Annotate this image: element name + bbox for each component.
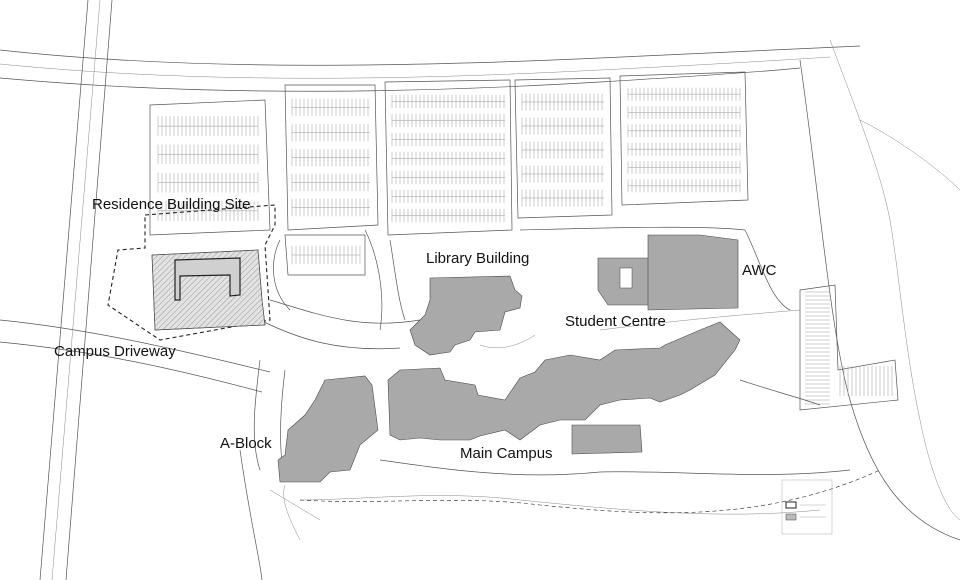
- awc-building: [647, 234, 739, 311]
- north-road: [0, 45, 861, 92]
- west-roads: [0, 0, 271, 580]
- a-block-building: [277, 375, 379, 483]
- awc-label: AWC: [742, 262, 777, 279]
- a-block-label: A-Block: [220, 435, 272, 452]
- main-campus-building: [387, 321, 741, 441]
- residence-site-label: Residence Building Site: [92, 196, 251, 213]
- driveway-label: Campus Driveway: [54, 343, 176, 360]
- library-building: [409, 275, 523, 356]
- drawing-legend: [781, 479, 833, 535]
- south-boundary: [239, 449, 881, 580]
- main-campus-label: Main Campus: [460, 445, 553, 462]
- east-boundary: [799, 39, 960, 541]
- library-label: Library Building: [426, 250, 530, 267]
- internal-roads: [253, 226, 821, 481]
- main-campus-south-wing: [571, 424, 643, 455]
- student-centre-label: Student Centre: [565, 313, 666, 330]
- residence-site: [107, 204, 276, 341]
- parking-lots: [149, 71, 899, 411]
